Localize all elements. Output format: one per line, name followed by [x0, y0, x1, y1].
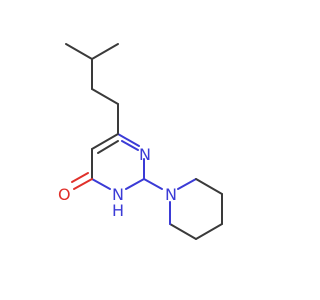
bond-pip-c1-c2	[195, 178, 223, 195]
bond-pip-c4-c5	[169, 223, 197, 240]
bond-pip-c3-c4	[195, 223, 223, 240]
bond-c2-n3	[125, 178, 145, 190]
bond-npip-c1	[177, 178, 197, 190]
atom-n1-label: N	[139, 145, 151, 164]
bond-c4-o-double	[71, 172, 89, 183]
molecule-drawing: N N H N O	[58, 43, 223, 240]
bond-c4-o	[73, 178, 93, 190]
bond-c6-n1	[117, 133, 140, 147]
bond-c5-c6-double	[97, 140, 119, 154]
atom-npip-label: N	[165, 185, 177, 204]
bond-c-ch3-right	[91, 43, 119, 60]
bond-c5-c6	[91, 133, 119, 150]
bond-c6-n1-double	[121, 140, 139, 151]
bond-c-ch3-left	[65, 43, 93, 60]
bond-c2-npip	[143, 178, 163, 190]
structure-diagram: N N H N O	[58, 43, 223, 240]
atom-h-label: H	[112, 201, 124, 220]
bond-n3-c4	[91, 178, 111, 190]
atom-o-label: O	[58, 185, 71, 204]
bond-ch2-ch2	[91, 88, 119, 105]
atom-n3-label: N	[112, 185, 124, 204]
